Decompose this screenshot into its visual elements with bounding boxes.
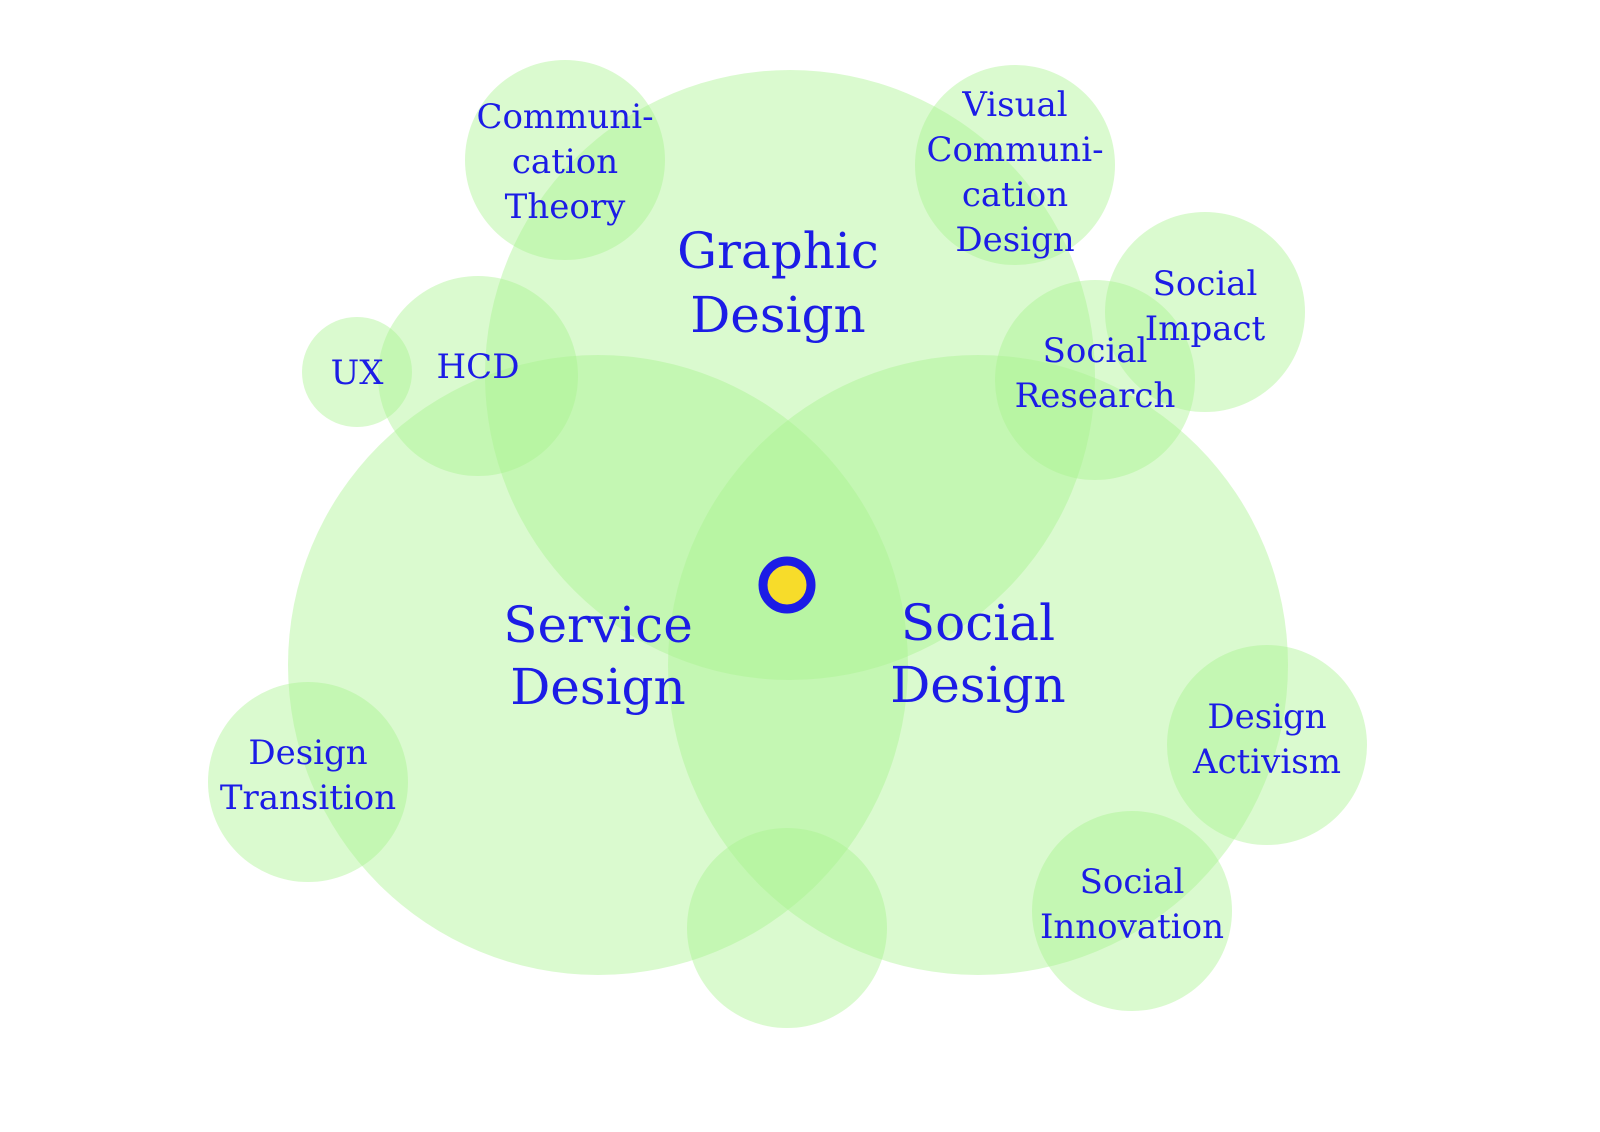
label-line: UX [331, 353, 385, 393]
label-line: HCD [437, 347, 520, 387]
circles-layer [208, 60, 1367, 1028]
label-line: Design [890, 656, 1066, 714]
circle-social-design [668, 355, 1288, 975]
label-line: Social [1043, 331, 1148, 371]
center-marker [758, 556, 816, 614]
circle-ux [302, 317, 412, 427]
label-line: Service [503, 596, 693, 654]
label-line: Research [1015, 376, 1176, 416]
circle-communication-theory [465, 60, 665, 260]
label-line: Design [248, 733, 367, 773]
label-line: cation [962, 175, 1068, 215]
label-line: Innovation [1040, 907, 1224, 947]
circle-social-research [995, 280, 1195, 480]
label-line: Impact [1145, 309, 1266, 349]
circle-visual-communication-design [915, 65, 1115, 265]
label-line: Visual [961, 85, 1067, 125]
label-line: cation [512, 142, 618, 182]
label-ux: UX [331, 353, 385, 393]
circle-hcd [378, 276, 578, 476]
label-line: Theory [505, 187, 626, 227]
circle-social-impact [1105, 212, 1305, 412]
label-line: Design [690, 286, 866, 344]
circle-design-activism [1167, 645, 1367, 845]
label-line: Social [1153, 264, 1258, 304]
circle-design-transition [208, 682, 408, 882]
label-line: Design [1207, 697, 1326, 737]
label-line: Communi- [476, 97, 653, 137]
center-dot [758, 556, 816, 614]
label-line: Activism [1192, 742, 1341, 782]
circle-social-innovation [1032, 811, 1232, 1011]
label-line: Social [1080, 862, 1185, 902]
circle-graphic-design [485, 70, 1095, 680]
label-line: Design [955, 220, 1074, 260]
circle-bottom-unlabeled [687, 828, 887, 1028]
label-line: Communi- [926, 130, 1103, 170]
label-line: Design [510, 658, 686, 716]
label-hcd: HCD [437, 347, 520, 387]
label-line: Social [901, 594, 1055, 652]
label-line: Transition [220, 778, 396, 818]
circle-service-design [288, 355, 908, 975]
label-line: Graphic [677, 222, 879, 280]
